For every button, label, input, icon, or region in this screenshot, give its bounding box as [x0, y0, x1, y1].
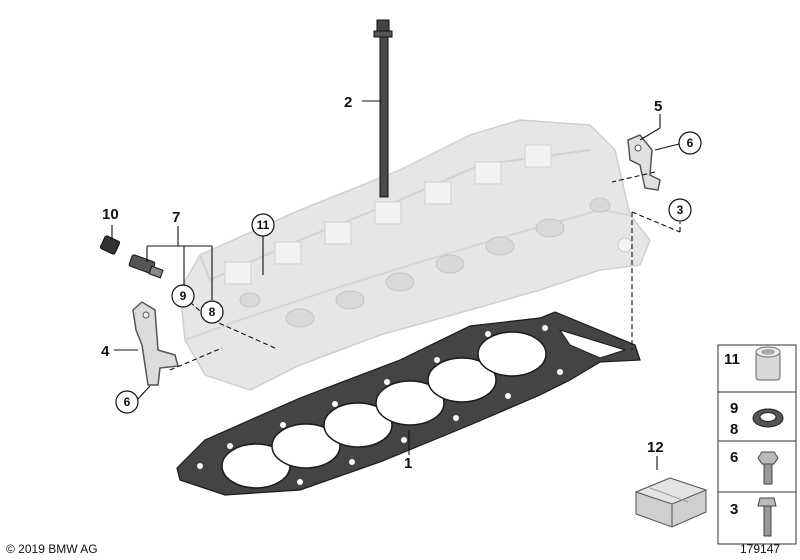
bolt-icon	[757, 451, 779, 485]
cylinder-head-bolt	[373, 19, 393, 198]
bracket-upper	[627, 134, 661, 191]
callout-9: 9	[171, 284, 195, 308]
svg-text:6: 6	[124, 395, 131, 409]
svg-text:11: 11	[724, 351, 740, 368]
callout-8: 8	[200, 300, 224, 324]
cylinder-head	[179, 119, 651, 391]
leader-lines	[111, 100, 680, 470]
bolt-icon	[757, 497, 777, 537]
repair-kit-box	[634, 477, 708, 528]
cylinder-head-gasket	[176, 311, 641, 496]
callout-4: 4	[101, 343, 110, 360]
svg-text:6: 6	[730, 449, 738, 466]
svg-text:3: 3	[730, 501, 738, 518]
callout-3: 3	[668, 198, 692, 222]
svg-text:9: 9	[180, 289, 187, 303]
legend-row-bolt-short: 6	[730, 449, 779, 485]
svg-text:10: 10	[102, 206, 119, 223]
callout-10: 10	[102, 206, 119, 223]
svg-text:11: 11	[257, 218, 270, 232]
seal-ring-icon	[752, 408, 784, 428]
svg-text:8: 8	[730, 421, 738, 438]
svg-text:9: 9	[730, 400, 738, 417]
svg-text:8: 8	[209, 305, 216, 319]
diagram-number: 179147	[740, 542, 780, 556]
temperature-sender	[128, 254, 164, 279]
callout-5: 5	[654, 98, 662, 115]
svg-text:5: 5	[654, 98, 662, 115]
svg-text:6: 6	[687, 136, 694, 150]
legend-row-sleeve: 11	[724, 346, 781, 381]
svg-text:7: 7	[172, 209, 180, 226]
svg-text:4: 4	[101, 343, 110, 360]
parts-legend: 11 9 8 6 3	[717, 344, 797, 545]
callout-2: 2	[344, 94, 352, 111]
svg-text:2: 2	[344, 94, 352, 111]
callout-1: 1	[404, 455, 412, 472]
callout-7: 7	[172, 209, 180, 226]
svg-text:12: 12	[647, 439, 664, 456]
bracket-lower	[132, 301, 179, 386]
callout-6-lower: 6	[115, 390, 139, 414]
sensor	[99, 235, 121, 255]
sleeve-icon	[755, 346, 781, 381]
callout-6-upper: 6	[678, 131, 702, 155]
legend-row-bolt-long: 3	[730, 497, 777, 537]
legend-row-seal-ring: 9 8	[730, 400, 784, 438]
copyright: © 2019 BMW AG	[6, 542, 98, 556]
svg-text:3: 3	[677, 203, 684, 217]
callout-12: 12	[647, 439, 664, 456]
svg-text:1: 1	[404, 455, 412, 472]
callout-11: 11	[251, 213, 275, 237]
dashed-lines	[169, 171, 681, 371]
